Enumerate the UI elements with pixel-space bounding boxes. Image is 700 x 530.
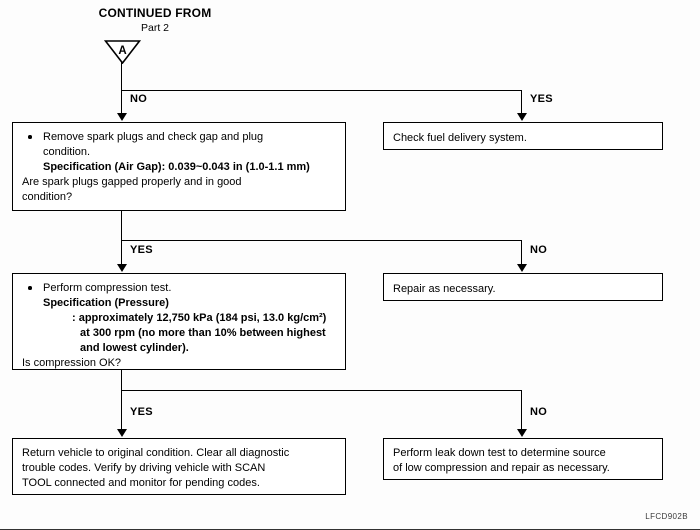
spark-plug-line-1: Remove spark plugs and check gap and plu… [43,131,264,143]
compression-spec-line-2: at 300 rpm (no more than 10% between hig… [80,327,326,339]
bullet-dot-icon [28,135,32,139]
label-yes-3: YES [130,406,153,418]
connector-label: A [118,45,126,57]
connector-line-step2-right [121,240,522,241]
compression-spec-line-3: and lowest cylinder). [80,342,189,354]
compression-question: Is compression OK? [22,357,122,369]
connector-line-no-2 [521,240,522,267]
arrow-yes-3 [117,429,127,437]
label-no-2: NO [530,244,548,256]
connector-line-step2-down [121,211,122,241]
label-no-3: NO [530,406,548,418]
fuel-delivery-line-1: Check fuel delivery system. [393,132,527,144]
return-vehicle-line-2: trouble codes. Verify by driving vehicle… [22,462,266,474]
arrow-yes-1 [517,113,527,121]
connector-line-no-3 [521,390,522,432]
compression-bullet: Perform compression test. [22,281,336,296]
return-vehicle-line-3: TOOL connected and monitor for pending c… [22,477,260,489]
arrow-no-2 [517,264,527,272]
spark-plug-bullet: Remove spark plugs and check gap and plu… [22,130,336,145]
box-spark-plug-check[interactable]: Remove spark plugs and check gap and plu… [12,122,346,211]
arrow-yes-2 [117,264,127,272]
compression-spec-heading: Specification (Pressure) [43,297,169,309]
box-return-vehicle[interactable]: Return vehicle to original condition. Cl… [12,438,346,495]
spark-plug-line-5: condition? [22,191,73,203]
box-leak-down-test[interactable]: Perform leak down test to determine sour… [383,438,663,480]
label-yes-1: YES [530,93,553,105]
connector-line-step3-right [121,390,522,391]
connector-line-no-1 [121,90,122,116]
connector-line-yes-3 [121,390,122,432]
page-title: CONTINUED FROM [98,6,212,20]
connector-line-a-down [121,62,122,91]
spark-plug-line-2: condition. [43,146,91,158]
connector-line-yes-2 [121,240,122,267]
compression-spec-line-1: : approximately 12,750 kPa (184 psi, 13.… [72,312,327,324]
figure-code: LFCD902B [645,512,688,521]
page-subtitle: Part 2 [140,22,169,34]
repair-line-1: Repair as necessary. [393,283,496,295]
return-vehicle-line-1: Return vehicle to original condition. Cl… [22,447,290,459]
box-compression-test[interactable]: Perform compression test. Specification … [12,273,346,370]
arrow-no-1 [117,113,127,121]
connector-line-a-right [121,90,522,91]
box-check-fuel-delivery[interactable]: Check fuel delivery system. [383,122,663,150]
spark-plug-line-4: Are spark plugs gapped properly and in g… [22,176,242,188]
arrow-no-3 [517,429,527,437]
bullet-dot-icon [28,286,32,290]
spark-plug-spec: Specification (Air Gap): 0.039~0.043 in … [43,161,310,173]
leak-down-line-2: of low compression and repair as necessa… [393,462,610,474]
connector-a: A [104,39,141,64]
label-no-1: NO [130,93,148,105]
compression-line-1: Perform compression test. [43,282,172,294]
connector-line-yes-1 [521,90,522,116]
label-yes-2: YES [130,244,153,256]
connector-line-step3-down [121,370,122,391]
box-repair-as-necessary[interactable]: Repair as necessary. [383,273,663,301]
leak-down-line-1: Perform leak down test to determine sour… [393,447,606,459]
